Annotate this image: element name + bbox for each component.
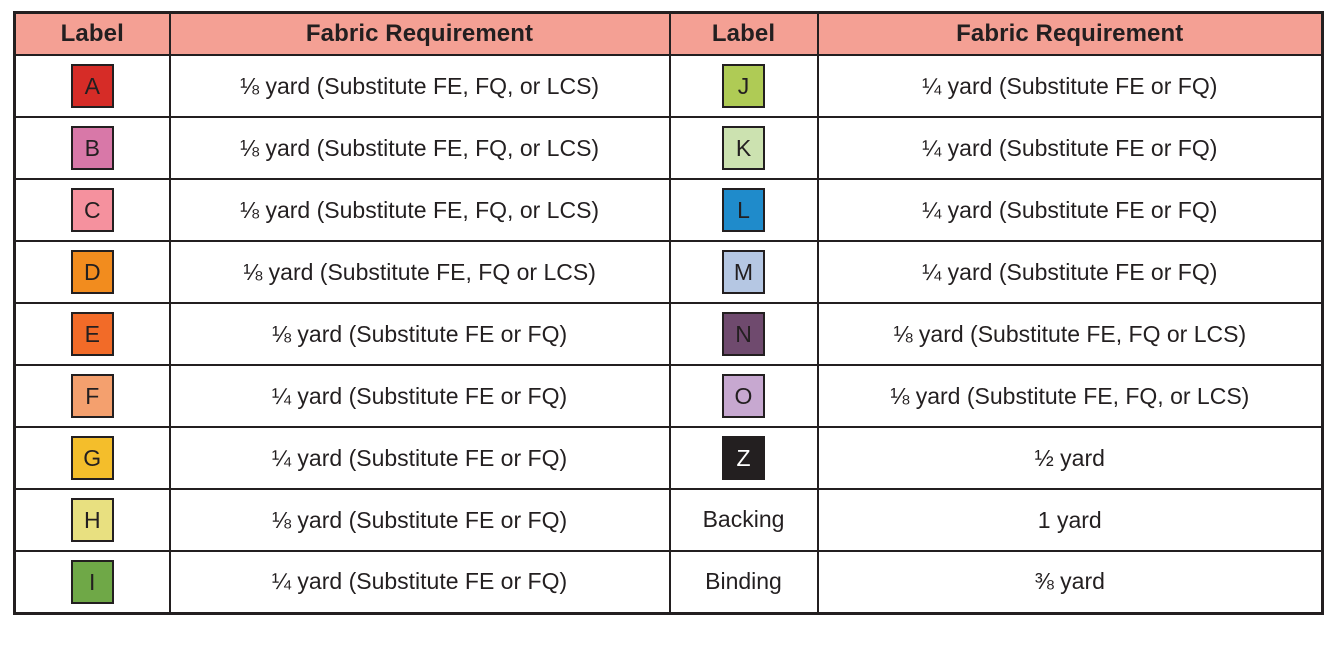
table-row: H ⅛ yard (Substitute FE or FQ) Backing 1 ya…: [13, 488, 1324, 552]
requirement-cell-e: ⅛ yard (Substitute FE or FQ): [168, 302, 671, 366]
color-swatch-a: A: [70, 64, 114, 108]
color-swatch-j: J: [722, 64, 765, 108]
label-cell-n: N: [668, 302, 819, 366]
color-swatch-o: O: [722, 374, 765, 418]
label-cell-g: G: [13, 426, 171, 490]
color-swatch-z: Z: [722, 436, 765, 480]
requirement-cell-d: ⅛ yard (Substitute FE, FQ or LCS): [168, 240, 671, 304]
requirement-cell-z: ½ yard: [816, 426, 1324, 490]
color-swatch-g: G: [70, 436, 114, 480]
color-swatch-b: B: [70, 126, 114, 170]
label-cell-o: O: [668, 364, 819, 428]
table-row: B ⅛ yard (Substitute FE, FQ, or LCS) K ¼ ya…: [13, 116, 1324, 180]
color-swatch-i: I: [70, 559, 114, 604]
requirement-cell-k: ¼ yard (Substitute FE or FQ): [816, 116, 1324, 180]
requirement-cell-m: ¼ yard (Substitute FE or FQ): [816, 240, 1324, 304]
label-cell-k: K: [668, 116, 819, 180]
color-swatch-e: E: [70, 312, 114, 356]
requirement-cell-l: ¼ yard (Substitute FE or FQ): [816, 178, 1324, 242]
fabric-requirements-table: Label Fabric Requirement Label Fabric Re…: [13, 11, 1324, 615]
requirement-cell-j: ¼ yard (Substitute FE or FQ): [816, 54, 1324, 118]
color-swatch-n: N: [722, 312, 765, 356]
label-cell-j: J: [668, 54, 819, 118]
header-requirement-right: Fabric Requirement: [816, 11, 1324, 56]
label-cell-binding: Binding: [668, 550, 819, 614]
header-label-left: Label: [13, 11, 171, 56]
table-header-row: Label Fabric Requirement Label Fabric Re…: [13, 11, 1324, 56]
requirement-cell-backing: 1 yard: [816, 488, 1324, 552]
label-cell-backing: Backing: [668, 488, 819, 552]
requirement-cell-n: ⅛ yard (Substitute FE, FQ or LCS): [816, 302, 1324, 366]
color-swatch-m: M: [722, 250, 765, 294]
label-cell-a: A: [13, 54, 171, 118]
table-row: F ¼ yard (Substitute FE or FQ) O ⅛ yard (Su…: [13, 364, 1324, 428]
color-swatch-l: L: [722, 188, 765, 232]
color-swatch-h: H: [70, 498, 114, 542]
label-cell-b: B: [13, 116, 171, 180]
table-row: G ¼ yard (Substitute FE or FQ) Z ½ yard: [13, 426, 1324, 490]
label-cell-d: D: [13, 240, 171, 304]
label-cell-h: H: [13, 488, 171, 552]
requirement-cell-g: ¼ yard (Substitute FE or FQ): [168, 426, 671, 490]
table-row: D ⅛ yard (Substitute FE, FQ or LCS) M ¼ yar…: [13, 240, 1324, 304]
table-row: E ⅛ yard (Substitute FE or FQ) N ⅛ yard (Su…: [13, 302, 1324, 366]
requirement-cell-b: ⅛ yard (Substitute FE, FQ, or LCS): [168, 116, 671, 180]
label-cell-z: Z: [668, 426, 819, 490]
color-swatch-f: F: [70, 374, 114, 418]
color-swatch-k: K: [722, 126, 765, 170]
table-body: A ⅛ yard (Substitute FE, FQ, or LCS) J ¼ ya…: [13, 54, 1324, 614]
requirement-cell-binding: ⅜ yard: [816, 550, 1324, 614]
label-text-backing: Backing: [702, 506, 785, 532]
label-cell-f: F: [13, 364, 171, 428]
label-text-binding: Binding: [705, 567, 782, 594]
requirement-cell-c: ⅛ yard (Substitute FE, FQ, or LCS): [168, 178, 671, 242]
table-row: A ⅛ yard (Substitute FE, FQ, or LCS) J ¼ ya…: [13, 54, 1324, 118]
header-label-right: Label: [668, 11, 819, 56]
requirement-cell-h: ⅛ yard (Substitute FE or FQ): [168, 488, 671, 552]
label-cell-m: M: [668, 240, 819, 304]
label-cell-l: L: [668, 178, 819, 242]
requirement-cell-o: ⅛ yard (Substitute FE, FQ, or LCS): [816, 364, 1324, 428]
color-swatch-c: C: [70, 188, 114, 232]
label-cell-i: I: [13, 550, 171, 614]
requirement-cell-f: ¼ yard (Substitute FE or FQ): [168, 364, 671, 428]
requirement-cell-a: ⅛ yard (Substitute FE, FQ, or LCS): [168, 54, 671, 118]
table-row: I ¼ yard (Substitute FE or FQ) Binding ⅜ ya…: [13, 550, 1324, 614]
header-requirement-left: Fabric Requirement: [168, 11, 671, 56]
label-cell-e: E: [13, 302, 171, 366]
table-row: C ⅛ yard (Substitute FE, FQ, or LCS) L ¼ ya…: [13, 178, 1324, 242]
requirement-cell-i: ¼ yard (Substitute FE or FQ): [168, 550, 671, 614]
label-cell-c: C: [13, 178, 171, 242]
color-swatch-d: D: [70, 250, 114, 294]
